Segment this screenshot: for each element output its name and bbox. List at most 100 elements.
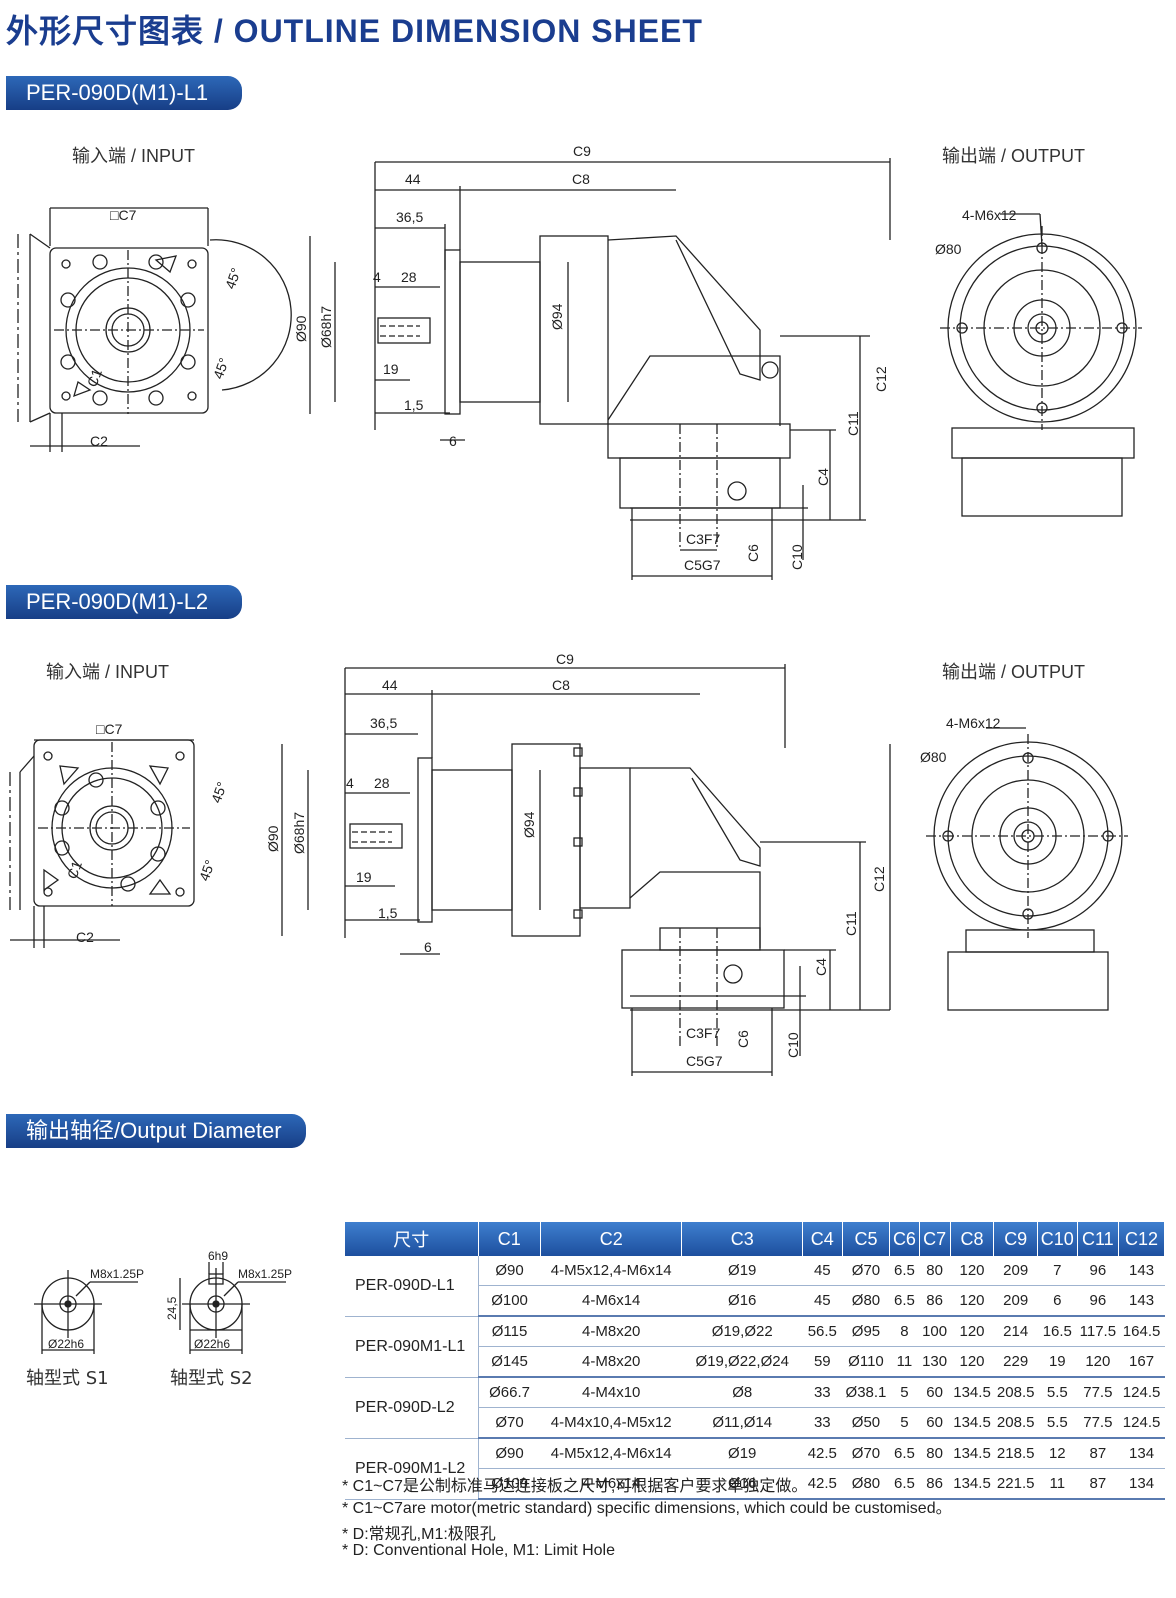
table-cell: Ø70 xyxy=(478,1407,541,1439)
table-cell: 19 xyxy=(1037,1346,1078,1378)
dim-c9-l1: C9 xyxy=(573,143,591,159)
dim-44-l1: 44 xyxy=(405,171,421,187)
table-cell: 11 xyxy=(889,1346,919,1378)
dim-365-l1: 36,5 xyxy=(396,209,423,225)
dim-15-l2: 1,5 xyxy=(378,905,398,921)
dim-c6-l1: C6 xyxy=(745,544,761,562)
model-label-l1: PER-090D(M1)-L1 xyxy=(6,76,242,110)
dim-45a-l1: 45° xyxy=(222,266,244,291)
table-cell: 6.5 xyxy=(889,1438,919,1469)
table-cell: 209 xyxy=(993,1285,1038,1317)
input-label-l2: 输入端 / INPUT xyxy=(46,662,170,682)
table-cell: 6.5 xyxy=(889,1256,919,1286)
table-cell: Ø16 xyxy=(681,1468,803,1500)
table-cell: Ø19,Ø22,Ø24 xyxy=(681,1346,803,1378)
table-cell: Ø70 xyxy=(842,1438,890,1469)
dim-15-l1: 1,5 xyxy=(404,397,424,413)
dim-c5-l2: C5G7 xyxy=(686,1053,723,1069)
dim-d94-l2: Ø94 xyxy=(521,811,537,838)
s1-dia: Ø22h6 xyxy=(48,1337,84,1351)
dim-19-l2: 19 xyxy=(356,869,372,885)
table-cell: 209 xyxy=(993,1256,1038,1286)
table-cell: 208.5 xyxy=(993,1407,1038,1439)
table-cell: 4-M4x10,4-M5x12 xyxy=(540,1407,682,1439)
output-diameter-label: 输出轴径/Output Diameter xyxy=(6,1114,306,1148)
header-c5: C5 xyxy=(842,1222,891,1256)
dim-c11-l2: C11 xyxy=(843,911,859,936)
header-c12: C12 xyxy=(1118,1222,1165,1256)
table-cell: Ø19 xyxy=(681,1256,803,1286)
dim-d68-l1: Ø68h7 xyxy=(318,306,334,348)
dim-c10-l1: C10 xyxy=(789,544,805,570)
shaft-s1 xyxy=(34,1270,138,1354)
dim-6-l2: 6 xyxy=(424,939,432,955)
table-cell: 6.5 xyxy=(889,1468,919,1500)
s2-thread: M8x1.25P xyxy=(238,1267,292,1281)
model-cell: PER-090D-L1 xyxy=(345,1256,479,1317)
shaft-s2-name: 轴型式 S2 xyxy=(170,1368,253,1389)
table-cell: Ø100 xyxy=(478,1285,541,1317)
table-cell: 4-M8x20 xyxy=(540,1316,682,1347)
table-cell: Ø110 xyxy=(842,1346,890,1378)
table-cell: 7 xyxy=(1037,1256,1078,1286)
side-view-l1 xyxy=(309,158,891,580)
header-c6: C6 xyxy=(889,1222,920,1256)
table-cell: 134 xyxy=(1118,1438,1165,1469)
table-cell: 56.5 xyxy=(802,1316,843,1347)
dim-c7-l1: □C7 xyxy=(110,207,137,223)
table-cell: 33 xyxy=(802,1377,843,1408)
dim-44-l2: 44 xyxy=(382,677,398,693)
dim-45b-l1: 45° xyxy=(210,356,232,381)
table-cell: Ø11,Ø14 xyxy=(681,1407,803,1439)
table-cell: Ø70 xyxy=(842,1256,890,1286)
table-cell: 77.5 xyxy=(1077,1407,1119,1439)
dim-c9-l2: C9 xyxy=(556,651,574,667)
table-cell: 124.5 xyxy=(1118,1377,1165,1408)
input-flange-view-l1 xyxy=(17,207,292,452)
output-label-l2: 输出端 / OUTPUT xyxy=(942,662,1085,682)
drawing-l2: □C7 C2 C1 45° 45° C9 C8 44 36,5 4 28 19 … xyxy=(9,651,1128,1076)
side-view-l2 xyxy=(281,664,891,1076)
dim-c2-l1: C2 xyxy=(90,433,108,449)
dim-c11-l1: C11 xyxy=(845,411,861,436)
shaft-types-drawing: M8x1.25P Ø22h6 M8x1.25P 6h9 24,5 Ø22h6 xyxy=(34,1249,292,1354)
dim-4-l1: 4 xyxy=(373,269,381,285)
table-cell: Ø95 xyxy=(842,1316,890,1347)
dim-c3-l2: C3F7 xyxy=(686,1025,720,1041)
dim-d68-l2: Ø68h7 xyxy=(291,812,307,854)
table-cell: 130 xyxy=(919,1346,951,1378)
table-cell: 208.5 xyxy=(993,1377,1038,1408)
table-cell: Ø66.7 xyxy=(478,1377,541,1408)
table-cell: 45 xyxy=(802,1256,843,1286)
dim-4-l2: 4 xyxy=(346,775,354,791)
table-cell: 6 xyxy=(1037,1285,1078,1317)
table-cell: 134.5 xyxy=(950,1407,994,1439)
input-flange-view-l2 xyxy=(9,739,195,948)
dim-m6-l1: 4-M6x12 xyxy=(962,207,1017,223)
table-cell: 4-M8x20 xyxy=(540,1346,682,1378)
table-cell: Ø8 xyxy=(681,1377,803,1408)
dim-c8-l2: C8 xyxy=(552,677,570,693)
dim-c7-l2: □C7 xyxy=(96,721,123,737)
table-cell: Ø80 xyxy=(842,1285,890,1317)
table-cell: 5 xyxy=(889,1377,919,1408)
dim-6-l1: 6 xyxy=(449,433,457,449)
dim-d90-l2: Ø90 xyxy=(265,825,281,852)
header-c11: C11 xyxy=(1077,1222,1120,1256)
spec-table: 尺寸 C1 C2 C3 C4 C5 C6 C7 C8 C9 C10 C11 C1… xyxy=(345,1222,1165,1500)
header-c4: C4 xyxy=(802,1222,843,1256)
table-cell: Ø38.1 xyxy=(842,1377,890,1408)
table-cell: Ø19,Ø22 xyxy=(681,1316,803,1347)
table-cell: 117.5 xyxy=(1077,1316,1119,1347)
dim-28-l1: 28 xyxy=(401,269,417,285)
header-c1: C1 xyxy=(478,1222,542,1256)
table-cell: Ø19 xyxy=(681,1438,803,1469)
table-cell: 143 xyxy=(1118,1285,1165,1317)
